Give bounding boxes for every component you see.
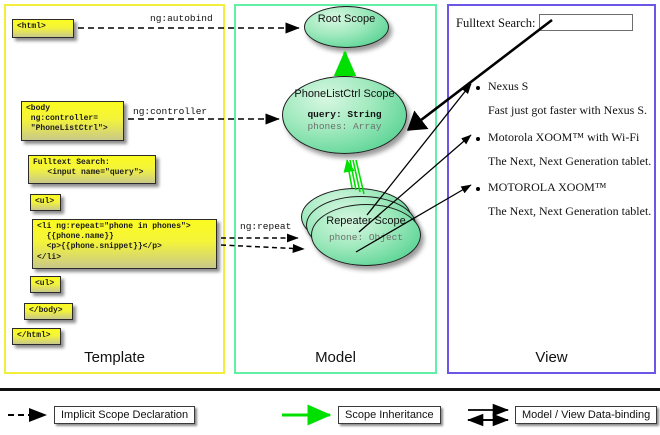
edge-label-ng-controller: ng:controller — [133, 106, 208, 117]
html-close-box: </html> — [12, 328, 61, 345]
phonelistctrl-scope-node: PhoneListCtrl Scope query: String phones… — [282, 76, 407, 154]
column-label-view: View — [535, 349, 568, 366]
legend-item-scope-inheritance: Scope Inheritance — [338, 406, 441, 424]
list-bullet — [476, 137, 480, 141]
view-item-snippet: Fast just got faster with Nexus S. — [488, 103, 647, 117]
column-label-template: Template — [84, 349, 145, 366]
phonelistctrl-member-query: query: String — [307, 109, 382, 121]
ul-open-box: <ul> — [30, 194, 61, 211]
legend-divider — [0, 388, 660, 391]
edge-label-ng-autobind: ng:autobind — [150, 13, 213, 24]
phonelistctrl-member-phones: phones: Array — [307, 120, 382, 132]
list-bullet — [476, 86, 480, 90]
fulltext-search-input-box: Fulltext Search: <input name="query"> — [28, 155, 156, 184]
repeater-scope-node: Repeater Scope phone: Object — [311, 204, 421, 266]
ul-close-box: <ul> — [30, 276, 61, 293]
column-label-model: Model — [315, 349, 356, 366]
repeater-member-phone: phone: Object — [328, 232, 404, 244]
view-item-name: Motorola XOOM™ with Wi-Fi — [488, 130, 640, 144]
phonelistctrl-scope-label: PhoneListCtrl Scope — [294, 88, 395, 100]
body-close-box: </body> — [24, 303, 73, 320]
legend-item-implicit-scope-declaration: Implicit Scope Declaration — [54, 406, 196, 424]
view-item-snippet: The Next, Next Generation tablet. — [488, 154, 652, 168]
view-item-name: MOTOROLA XOOM™ — [488, 180, 607, 194]
view-item-name: Nexus S — [488, 79, 529, 93]
edge-label-ng-repeat: ng:repeat — [240, 221, 292, 232]
view-item-snippet: The Next, Next Generation tablet. — [488, 204, 652, 218]
root-scope-label: Root Scope — [317, 13, 376, 25]
view-search-input[interactable] — [539, 14, 633, 31]
repeater-scope-label: Repeater Scope — [326, 215, 406, 227]
legend-glyph-databinding — [467, 403, 509, 427]
html-open-box: <html> — [12, 19, 74, 38]
list-bullet — [476, 187, 480, 191]
body-controller-box: <body ng:controller= "PhoneListCtrl"> — [21, 101, 124, 141]
view-search-label: Fulltext Search: — [456, 16, 536, 30]
root-scope-node: Root Scope — [304, 6, 389, 48]
li-ngrepeat-box: <li ng:repeat="phone in phones"> {{phone… — [32, 219, 217, 269]
legend-item-model-view-databinding: Model / View Data-binding — [515, 406, 658, 424]
